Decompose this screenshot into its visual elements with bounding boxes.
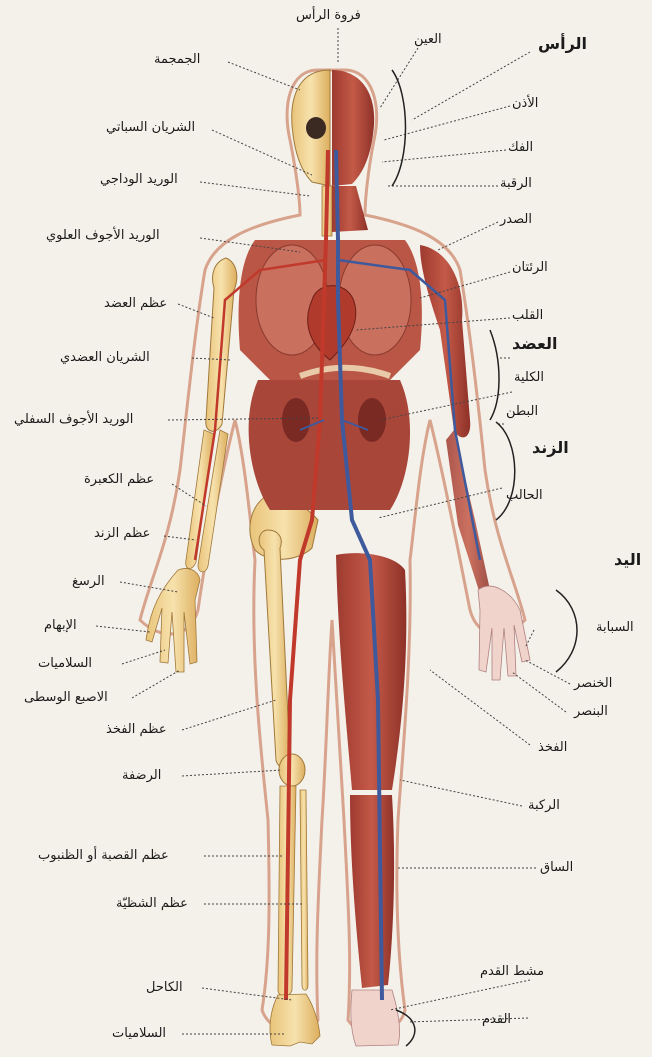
label-thigh: الفخذ bbox=[538, 740, 567, 756]
label-upper-arm: العضد bbox=[512, 336, 558, 352]
label-skull: الجمجمة bbox=[154, 52, 200, 68]
label-heart: القلب bbox=[512, 308, 543, 324]
label-radius: عظم الكعبرة bbox=[84, 472, 154, 488]
label-eye: العين bbox=[414, 32, 442, 48]
label-knee: الركبة bbox=[528, 798, 560, 814]
label-jugular: الوريد الوداجي bbox=[100, 172, 178, 188]
label-thumb: الإبهام bbox=[44, 618, 77, 634]
left-kidney bbox=[282, 398, 310, 442]
label-patella: الرضفة bbox=[122, 768, 161, 784]
label-kidney: الكلية bbox=[514, 370, 544, 386]
label-scalp: فروة الرأس bbox=[296, 8, 361, 24]
label-hand: اليد bbox=[614, 552, 641, 568]
label-ring-finger: البنصر bbox=[574, 704, 608, 720]
label-jaw: الفك bbox=[508, 140, 533, 156]
bracket-arcs bbox=[392, 70, 577, 1046]
label-carotid: الشريان السباتي bbox=[106, 120, 195, 136]
label-little-finger: الخنصر bbox=[574, 676, 612, 692]
label-neck: الرقبة bbox=[500, 176, 532, 192]
label-ear: الأذن bbox=[512, 96, 538, 112]
label-lungs: الرئتان bbox=[512, 260, 548, 276]
label-svc: الوريد الأجوف العلوي bbox=[46, 228, 160, 244]
torso-organs bbox=[239, 240, 422, 510]
label-femur: عظم الفخذ bbox=[106, 722, 167, 738]
label-wrist: الرسغ bbox=[72, 574, 105, 590]
label-ulna: عظم الزند bbox=[94, 526, 150, 542]
label-foot: القدم bbox=[482, 1012, 511, 1028]
label-phalanges-foot: السلاميات bbox=[112, 1026, 166, 1042]
label-middle-finger: الاصبع الوسطى bbox=[24, 690, 108, 706]
label-forearm: الزند bbox=[532, 440, 569, 456]
label-abdomen: البطن bbox=[506, 404, 538, 420]
label-head: الرأس bbox=[538, 36, 587, 52]
label-leg: الساق bbox=[540, 860, 573, 876]
label-tibia: عظم القصبة أو الظنبوب bbox=[38, 848, 169, 864]
label-ivc: الوريد الأجوف السفلي bbox=[14, 412, 133, 428]
label-index-finger: السبابة bbox=[596, 620, 634, 636]
label-phalanges-hand: السلاميات bbox=[38, 656, 92, 672]
label-humerus: عظم العضد bbox=[104, 296, 167, 312]
label-chest: الصدر bbox=[500, 212, 532, 228]
label-metatarsus: مشط القدم bbox=[480, 964, 544, 980]
label-brachial-artery: الشريان العضدي bbox=[60, 350, 150, 366]
label-fibula: عظم الشظيّة bbox=[116, 896, 188, 912]
label-ureter: الحالب bbox=[506, 488, 543, 504]
label-ankle: الكاحل bbox=[146, 980, 183, 996]
